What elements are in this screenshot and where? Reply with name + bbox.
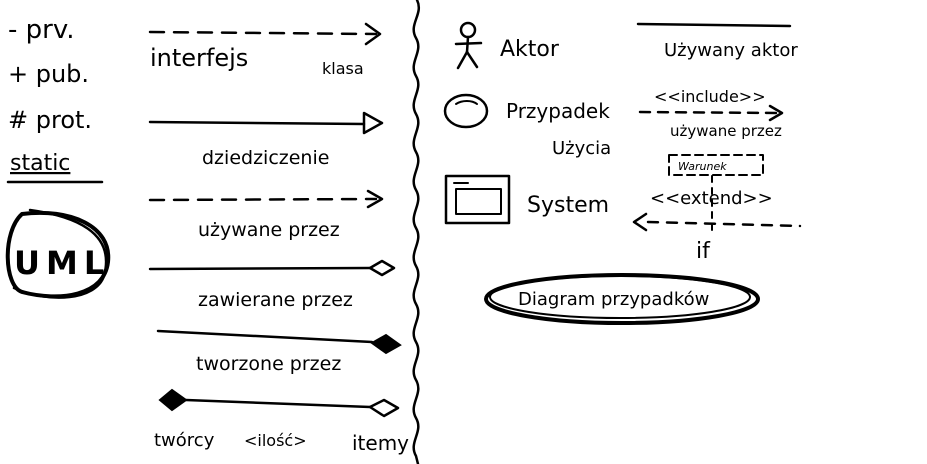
composition-filled-diamond [370, 333, 402, 355]
creators-label: twórcy [154, 430, 215, 451]
items-label: itemy [352, 431, 409, 455]
include-stereotype: <<include>> [654, 87, 766, 106]
uml-logo: UML [5, 208, 111, 299]
uml-logo-text: UML [14, 244, 110, 282]
condition-label: Warunek [678, 160, 727, 173]
actor-label: Aktor [500, 37, 560, 62]
created-by-label: tworzone przez [196, 353, 341, 375]
extend-stereotype: <<extend>> [650, 188, 773, 209]
multiplicity-label: <ilość> [244, 431, 307, 450]
include-used-by-label: używane przez [670, 122, 782, 140]
wavy-divider [412, 0, 420, 464]
used-by-label: używane przez [198, 219, 340, 241]
private-label: - prv. [8, 15, 74, 45]
use-case-label-line2: Użycia [552, 138, 611, 159]
include-open-arrowhead [768, 104, 784, 122]
actor-stick-figure-icon [454, 21, 483, 70]
uml-logo-circle [5, 210, 111, 299]
used-actor-label: Używany aktor [664, 40, 798, 61]
protected-label: # prot. [8, 106, 92, 134]
uml-logo-circle-echo [12, 208, 108, 299]
if-label: if [696, 239, 711, 264]
creators-items-line [184, 398, 372, 409]
extend-dashed-line [646, 220, 802, 228]
realization-dashed-line [148, 30, 378, 36]
aggregation-hollow-diamond [368, 259, 396, 277]
dependency-open-arrowhead [366, 189, 384, 209]
title-ellipse-echo [489, 275, 751, 319]
system-box-icon [444, 174, 511, 225]
inheritance-label: dziedziczenie [202, 147, 329, 169]
include-dashed-line [638, 110, 778, 115]
items-hollow-diamond [368, 398, 400, 418]
class-label: klasa [322, 59, 364, 78]
contained-by-label: zawierane przez [198, 289, 353, 311]
use-case-section: Aktor Przypadek Użycia System Używany ak… [443, 21, 802, 325]
interface-label: interfejs [150, 44, 248, 72]
use-case-label-line1: Przypadek [506, 99, 610, 123]
association-line [636, 22, 792, 28]
aggregation-line [148, 266, 372, 271]
diagram-title: Diagram przypadków [518, 289, 709, 310]
public-label: + pub. [8, 60, 89, 88]
use-case-ellipse-icon [443, 93, 489, 129]
creators-filled-diamond [158, 388, 188, 412]
inheritance-line [148, 120, 366, 126]
dependency-dashed-line [148, 197, 378, 202]
condition-dashed-box [668, 154, 764, 176]
class-relations: interfejs klasa dziedziczenie używane pr… [148, 22, 409, 455]
extend-open-arrowhead [632, 212, 648, 232]
composition-line [156, 329, 374, 344]
title-ellipse [484, 273, 760, 325]
inheritance-triangle-arrowhead [362, 111, 384, 135]
system-label: System [527, 193, 609, 218]
realization-open-arrowhead [364, 22, 382, 46]
visibility-legend: - prv. + pub. # prot. static [6, 15, 104, 184]
static-label: static [10, 151, 70, 176]
